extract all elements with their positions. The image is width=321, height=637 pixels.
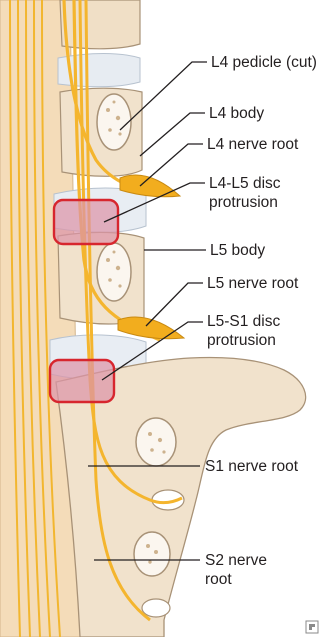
label-l5-s1-disc: L5-S1 disc protrusion xyxy=(207,312,280,350)
s1-foramen-cut xyxy=(136,418,176,466)
label-l4-l5-disc-line1: L4-L5 disc xyxy=(209,174,281,193)
label-l4-body: L4 body xyxy=(209,104,264,123)
brand-mark-icon xyxy=(305,620,319,634)
label-s2-nerve-root-line1: S2 nerve xyxy=(205,551,267,570)
label-l4-nerve-root: L4 nerve root xyxy=(207,135,298,154)
label-l5-nerve-root: L5 nerve root xyxy=(207,274,298,293)
l5-s1-protrusion-highlight xyxy=(50,360,114,402)
label-l4-pedicle: L4 pedicle (cut) xyxy=(211,53,317,72)
l4-l5-protrusion-highlight xyxy=(54,200,118,244)
label-l5-s1-disc-line1: L5-S1 disc xyxy=(207,312,280,331)
label-s1-nerve-root: S1 nerve root xyxy=(205,457,298,476)
label-l4-l5-disc: L4-L5 disc protrusion xyxy=(209,174,281,212)
sacral-foramen-2 xyxy=(142,599,170,617)
l4-vertebra-upper xyxy=(60,0,140,49)
label-l5-s1-disc-line2: protrusion xyxy=(207,331,280,350)
leader-l4-body xyxy=(140,113,205,156)
label-s2-nerve-root: S2 nerve root xyxy=(205,551,267,589)
label-l4-l5-disc-line2: protrusion xyxy=(209,193,281,212)
leader-l5-nerve-root xyxy=(146,283,203,326)
label-l5-body: L5 body xyxy=(210,241,265,260)
s2-foramen-cut xyxy=(134,532,170,576)
label-s2-nerve-root-line2: root xyxy=(205,570,267,589)
